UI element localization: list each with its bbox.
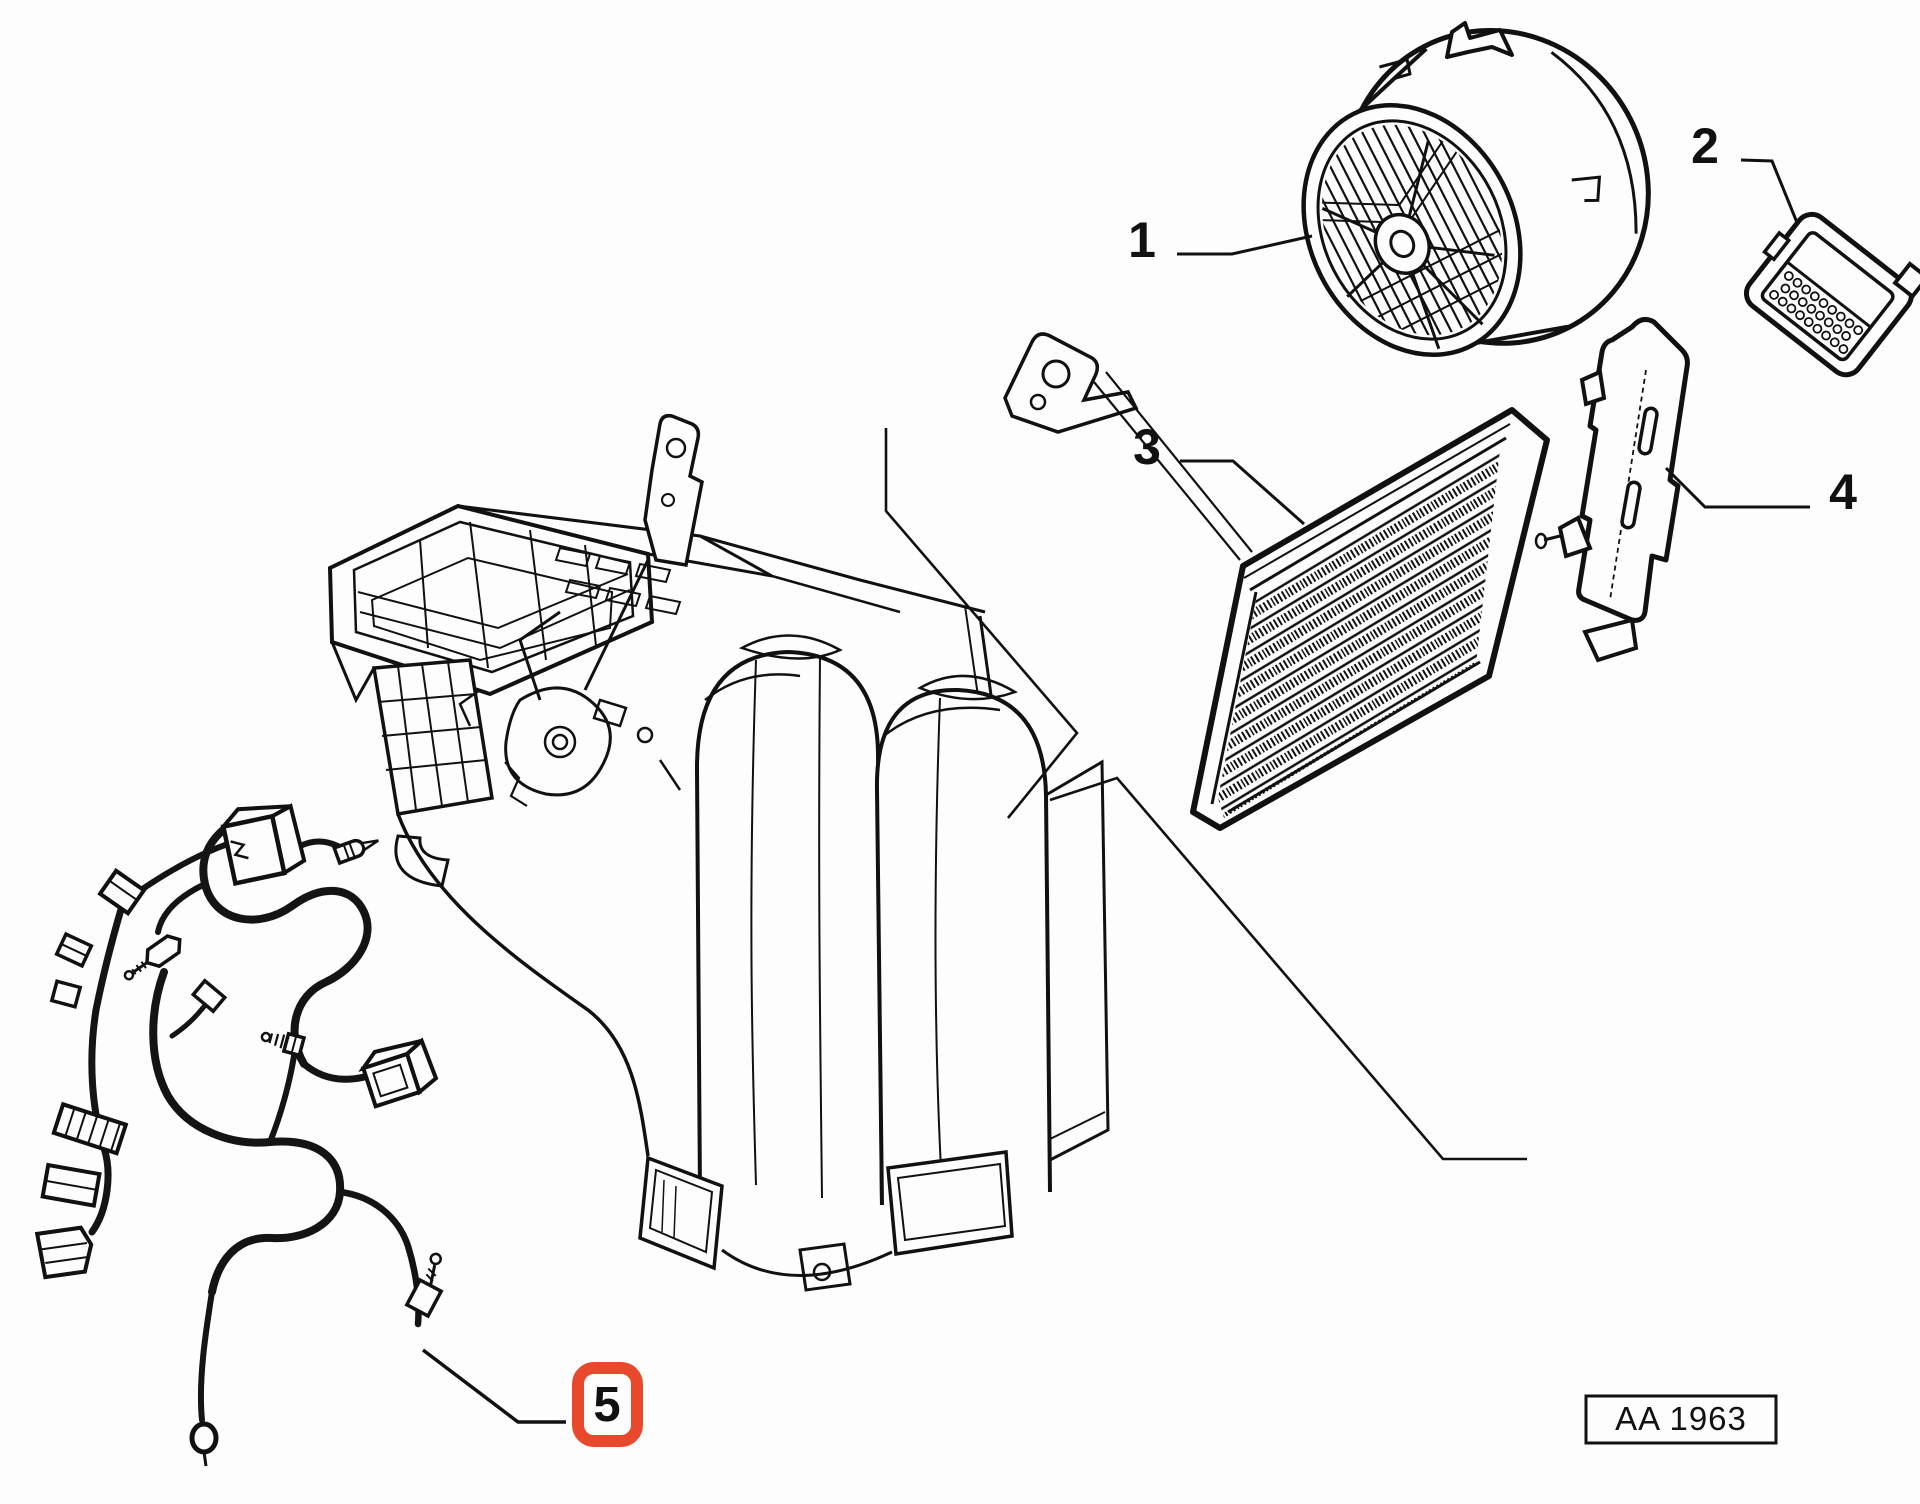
harness-multiway-connector xyxy=(51,1101,129,1156)
callout-1-label[interactable]: 1 xyxy=(1128,212,1156,268)
blower-resistor-drawing xyxy=(1743,211,1920,378)
heater-support-arm xyxy=(643,413,704,568)
cabin-air-filter-drawing xyxy=(1190,407,1550,831)
harness-ring-terminal xyxy=(189,1421,219,1467)
reference-line-lower xyxy=(1049,776,1527,1161)
heater-lower-edge xyxy=(396,813,650,1157)
blower-mount-tab xyxy=(1445,21,1514,59)
harness-bottom-stud-connector xyxy=(404,1252,444,1319)
harness-bullet-connector xyxy=(331,838,380,866)
heater-bottom-outlets xyxy=(638,1150,1014,1292)
callout-5-highlight-badge[interactable] xyxy=(572,1362,643,1447)
wiring-harness-drawing xyxy=(34,803,444,1467)
filter-pleats xyxy=(1218,450,1500,818)
callout-4-label[interactable]: 4 xyxy=(1829,464,1857,520)
callout-5-leader xyxy=(421,1348,566,1424)
callout-2-label[interactable]: 2 xyxy=(1691,118,1719,174)
callout-3[interactable]: 3 xyxy=(1133,419,1305,526)
heater-pivot-arm xyxy=(1003,332,1253,561)
heater-left-edge xyxy=(330,641,376,704)
harness-multiway-connector-2 xyxy=(40,1162,102,1208)
heater-mechanism-cluster xyxy=(458,559,682,807)
diagram-code-box: AA 1963 xyxy=(1584,1394,1778,1445)
diagram-code-frame xyxy=(1584,1394,1778,1445)
heater-top-deck xyxy=(457,504,986,616)
reference-lines xyxy=(884,428,1527,1161)
callout-5-highlighted[interactable]: 5 xyxy=(421,1348,643,1447)
harness-threaded-bullet xyxy=(260,1031,307,1058)
harness-small-connector-a xyxy=(54,931,94,969)
harness-box-connector xyxy=(358,1037,439,1109)
reference-line-upper xyxy=(884,428,1079,819)
harness-pad-connector xyxy=(97,867,147,917)
heater-side-grille xyxy=(371,658,495,888)
callout-4-leader xyxy=(1664,466,1810,509)
harness-stud-connector xyxy=(123,934,182,981)
callout-3-label[interactable]: 3 xyxy=(1133,419,1161,475)
blower-motor-drawing xyxy=(1292,21,1651,364)
filter-bracket-drawing xyxy=(1534,316,1690,663)
diagram-code-label: AA 1963 xyxy=(1615,1400,1747,1437)
harness-small-connector-c xyxy=(190,978,228,1014)
callout-1[interactable]: 1 xyxy=(1128,212,1313,268)
callout-5-label[interactable]: 5 xyxy=(593,1378,620,1432)
callout-3-leader xyxy=(1180,459,1305,526)
callout-2-leader xyxy=(1740,158,1800,226)
callout-2[interactable]: 2 xyxy=(1691,118,1800,226)
blower-hub xyxy=(1321,140,1495,350)
heater-duct-lobes xyxy=(694,634,1110,1206)
harness-relay-box xyxy=(218,803,307,887)
callout-1-leader xyxy=(1177,234,1313,256)
resistor-pin-grid xyxy=(1769,271,1864,354)
callout-4[interactable]: 4 xyxy=(1664,464,1857,520)
heater-unit-drawing xyxy=(327,332,1253,1292)
harness-small-connector-b xyxy=(49,979,83,1009)
harness-end-connector xyxy=(34,1225,94,1280)
